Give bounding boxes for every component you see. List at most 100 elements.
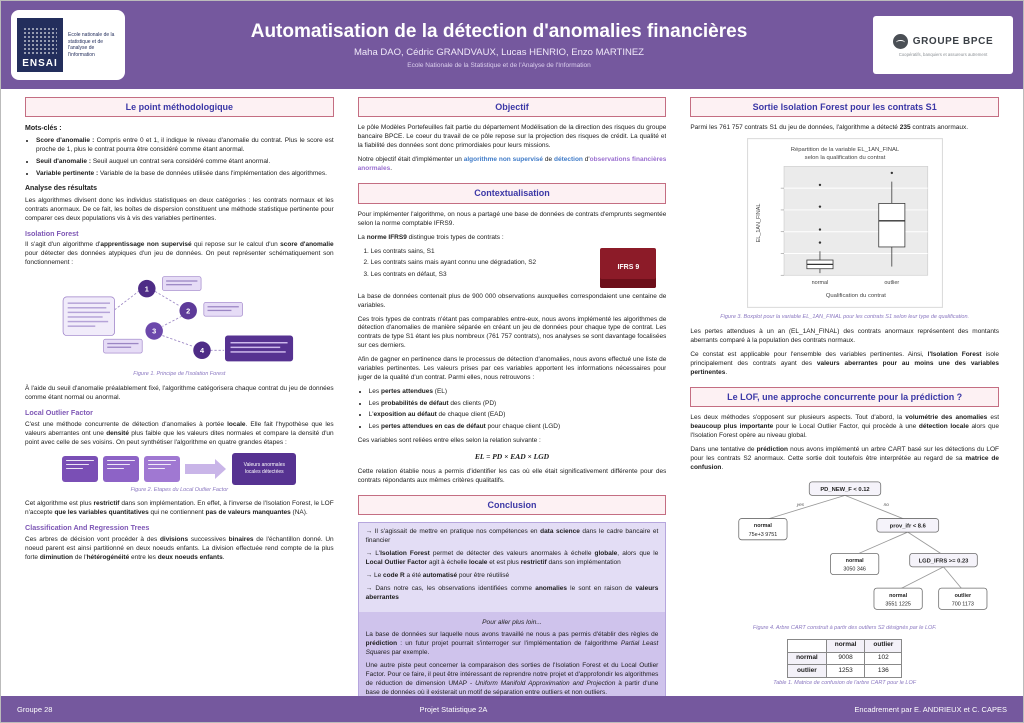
lof-heading: Local Outlier Factor xyxy=(25,407,93,417)
if-step-number: 2 xyxy=(186,307,190,316)
poster-authors: Maha DAO, Cédric GRANDVAUX, Lucas HENRIO… xyxy=(353,47,644,58)
pertinent-variables-list: Les pertes attendues (EL) Les probabilit… xyxy=(358,388,667,431)
section-header-conclusion: Conclusion xyxy=(357,494,667,516)
cart-leaf-label: outlier xyxy=(954,593,971,599)
paragraph: Il s'agit d'un algorithme d'apprentissag… xyxy=(25,241,334,267)
paragraph: Ces trois types de contrats n'étant pas … xyxy=(357,315,667,350)
ifrs9-image-label: IFRS 9 xyxy=(617,263,640,271)
contract-types-row: Les contrats sains, S1 Les contrats sain… xyxy=(358,247,667,288)
variable-item: Les probabilités de défaut des clients (… xyxy=(369,400,667,409)
paragraph: Ce constat est applicable pour l'ensembl… xyxy=(690,350,1000,376)
variable-item: Les pertes attendues en cas de défaut po… xyxy=(369,423,667,432)
figure-cart-tree: yes no PD_NEW_F < 0 xyxy=(690,478,999,623)
lof-steps-diagram: Valeurs anormales locales détectées xyxy=(25,452,334,485)
figure2-caption: Figure 2. Etapes du Local Outlier Factor xyxy=(130,486,229,493)
section-header-objectif: Objectif xyxy=(357,97,667,118)
section-header-sortie-if: Sortie Isolation Forest pour les contrat… xyxy=(690,97,1000,118)
if-step-number: 3 xyxy=(152,327,156,336)
paragraph: Les pertes attendues à un an (EL_1AN_FIN… xyxy=(690,327,1000,344)
cart-leaf-label: normal xyxy=(754,523,772,529)
contract-type-item: Les contrats sains, S1 xyxy=(371,248,593,257)
contract-type-item: Les contrats en défaut, S3 xyxy=(371,271,593,280)
further-title: Pour aller plus loin... xyxy=(482,619,542,627)
ensai-logo: ENSAI Ecole nationale de la statistique … xyxy=(11,10,125,80)
cart-heading: Classification And Regression Trees xyxy=(25,523,150,533)
confusion-matrix-table: normal outlier normal 9008 102 outlier 1… xyxy=(787,638,903,679)
paragraph: Pour implémenter l'algorithme, on nous a… xyxy=(357,210,667,227)
conclusion-points: → Il s'agissait de mettre en pratique no… xyxy=(358,523,666,613)
keyword-term: Seuil d'anomalie : xyxy=(36,158,92,165)
cart-leaf-label: normal xyxy=(845,558,863,564)
figure-boxplot: Répartition de la variable EL_1AN_FINAL … xyxy=(690,138,999,312)
paragraph: La norme IFRS9 distingue trois types de … xyxy=(357,233,504,241)
contract-types-list: Les contrats sains, S1 Les contrats sain… xyxy=(358,248,593,282)
section-header-lof-prediction: Le LOF, une approche concurrente pour la… xyxy=(690,386,1000,408)
variable-item: Les pertes attendues (EL) xyxy=(369,388,667,397)
keywords-list: Score d'anomalie : Compris entre 0 et 1,… xyxy=(25,137,334,179)
cart-yes-label: yes xyxy=(795,503,804,508)
paragraph: Le pôle Modèles Portefeuilles fait parti… xyxy=(357,124,667,150)
paragraph: Ces arbres de décision vont procéder à d… xyxy=(25,536,334,562)
keyword-def: Variable de la base de données utilisée … xyxy=(98,169,327,177)
cart-tree-svg: yes no PD_NEW_F < 0 xyxy=(738,481,988,610)
footer-group: Groupe 28 xyxy=(17,704,53,714)
poster-school: Ecole Nationale de la Statistique et de … xyxy=(407,62,591,69)
conclusion-item: → L'Isolation Forest permet de détecter … xyxy=(365,550,659,567)
table-corner-cell xyxy=(787,638,827,653)
header-titles: Automatisation de la détection d'anomali… xyxy=(135,21,863,69)
cart-leaf-counts: 3551 1225 xyxy=(885,601,910,607)
table-cell: 102 xyxy=(864,651,903,666)
column-objectif-contexte: Objectif Le pôle Modèles Portefeuilles f… xyxy=(357,97,667,696)
paragraph: Cet algorithme est plus restrictif dans … xyxy=(25,500,334,517)
contract-type-item: Les contrats sains mais ayant connu une … xyxy=(371,259,593,268)
paragraph: La base de données sur laquelle nous avo… xyxy=(365,631,659,657)
section-header-methodologique: Le point méthodologique xyxy=(25,97,334,118)
column-resultats: Sortie Isolation Forest pour les contrat… xyxy=(690,97,1000,696)
table-col-header: outlier xyxy=(864,638,903,653)
bpce-logo-row: GROUPE BPCE xyxy=(892,33,994,49)
figure-isolation-forest: 1 2 3 4 xyxy=(25,273,334,369)
section-header-contextualisation: Contextualisation xyxy=(357,183,667,204)
fig3-title-line2: selon la qualification du contrat xyxy=(804,155,885,161)
cart-leaf-counts: 700 1173 xyxy=(951,601,973,607)
cart-root-node: PD_NEW_F < 0.12 xyxy=(820,487,869,493)
cart-leaf-counts: 3050 346 xyxy=(843,567,865,573)
bpce-logo: GROUPE BPCE Coopératifs, banquiers et as… xyxy=(873,16,1013,74)
footer-project: Projet Statistique 2A xyxy=(419,704,488,714)
paragraph: Cette relation établie nous a permis d'i… xyxy=(357,467,667,484)
fig3-category-normal: normal xyxy=(811,280,828,286)
keyword-def: Seuil auquel un contrat sera considéré c… xyxy=(91,158,271,165)
isolation-forest-diagram: 1 2 3 4 xyxy=(63,276,294,362)
boxplot-svg: Répartition de la variable EL_1AN_FINAL … xyxy=(746,138,943,309)
paragraph: Parmi les 761 757 contrats S1 du jeu de … xyxy=(690,124,969,132)
paragraph: C'est une méthode concurrente de détecti… xyxy=(25,420,334,446)
poster-body: Le point méthodologique Mots-clés : Scor… xyxy=(1,97,1023,696)
el-formula: EL = PD × EAD × LGD xyxy=(474,451,550,461)
ensai-logo-mark: ENSAI xyxy=(17,18,63,72)
if-step-number: 1 xyxy=(145,285,149,294)
table1-caption: Table 1. Matrice de confusion de l'arbre… xyxy=(773,680,917,687)
fig3-category-outlier: outlier xyxy=(884,280,899,286)
table-cell: 9008 xyxy=(825,651,866,666)
table-row-header: outlier xyxy=(787,664,827,679)
paragraph: Les algorithmes divisent donc les indivi… xyxy=(25,196,334,222)
cart-leaf-label: normal xyxy=(889,593,907,599)
if-step-number: 4 xyxy=(200,346,205,355)
ensai-dots-pattern xyxy=(23,27,57,55)
table-row: normal 9008 102 xyxy=(787,651,903,666)
ifrs9-image: IFRS 9 xyxy=(600,247,657,288)
cart-node: LGD_IFRS >= 0.23 xyxy=(918,558,968,564)
conclusion-item: → Le code R a été automatisé pour être r… xyxy=(365,572,510,580)
arrow-right-icon xyxy=(185,458,227,479)
fig3-ylabel: EL_1AN_FINAL xyxy=(756,204,762,243)
keyword-term: Variable pertinente : xyxy=(36,169,99,177)
keyword-item: Seuil d'anomalie : Seuil auquel un contr… xyxy=(36,158,334,167)
figure1-caption: Figure 1. Principe de l'Isolation Forest xyxy=(133,371,226,378)
poster-footer: Groupe 28 Projet Statistique 2A Encadrem… xyxy=(1,696,1023,722)
bpce-tagline: Coopératifs, banquiers et assureurs autr… xyxy=(898,51,988,57)
lof-step-box xyxy=(103,455,140,482)
fig3-xlabel: Qualification du contrat xyxy=(826,293,886,299)
cart-no-label: no xyxy=(883,503,889,508)
conclusion-further: Pour aller plus loin... La base de donné… xyxy=(358,612,666,696)
